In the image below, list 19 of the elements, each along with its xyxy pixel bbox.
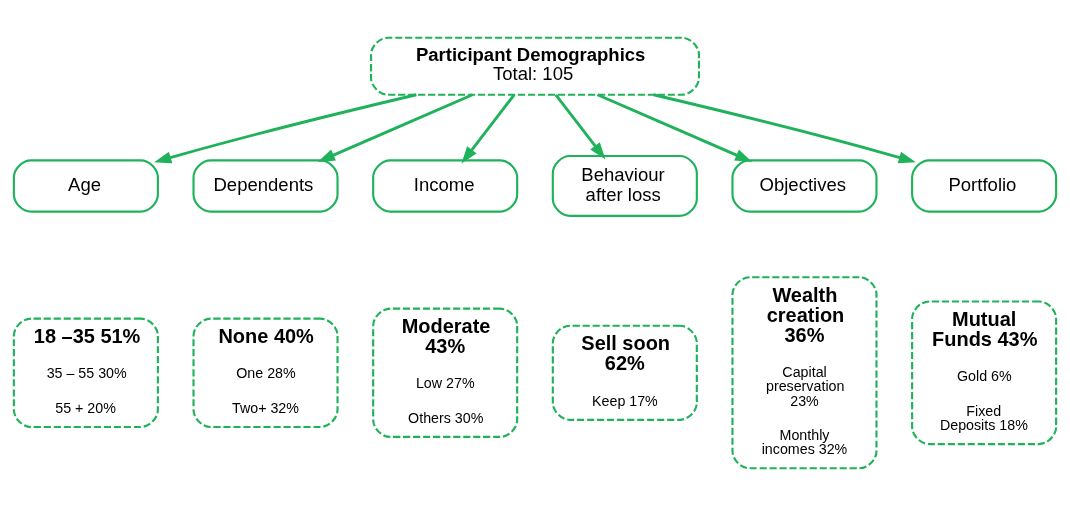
arrow: [154, 93, 417, 164]
arrow: [554, 93, 606, 160]
arrow: [317, 93, 474, 162]
node-box: Participant Demographics Total: 105: [369, 36, 701, 96]
arrow: [461, 93, 516, 164]
node-box: Dependents: [192, 159, 339, 213]
node-box: Behaviour after loss: [551, 155, 698, 217]
node-box: Moderate 43% Low 27% Others 30%: [372, 307, 519, 438]
node-box: Sell soon 62% Keep 17%: [551, 324, 698, 421]
node-box: Age: [12, 159, 159, 213]
node-box: Mutual Funds 43% Gold 6% Fixed Deposits 18%: [911, 300, 1058, 446]
node-box: Portfolio: [911, 159, 1058, 213]
node-box: Income: [372, 159, 519, 213]
node-box: 18 –35 51% 35 – 55 30% 55 + 20%: [12, 317, 159, 428]
node-box: Wealth creation 36% Capital preservation 23% Monthly incomes 32%: [731, 276, 878, 470]
arrow: [653, 93, 916, 164]
arrow: [596, 93, 753, 162]
node-box: None 40% One 28% Two+ 32%: [192, 317, 339, 428]
node-box: Objectives: [731, 159, 878, 213]
